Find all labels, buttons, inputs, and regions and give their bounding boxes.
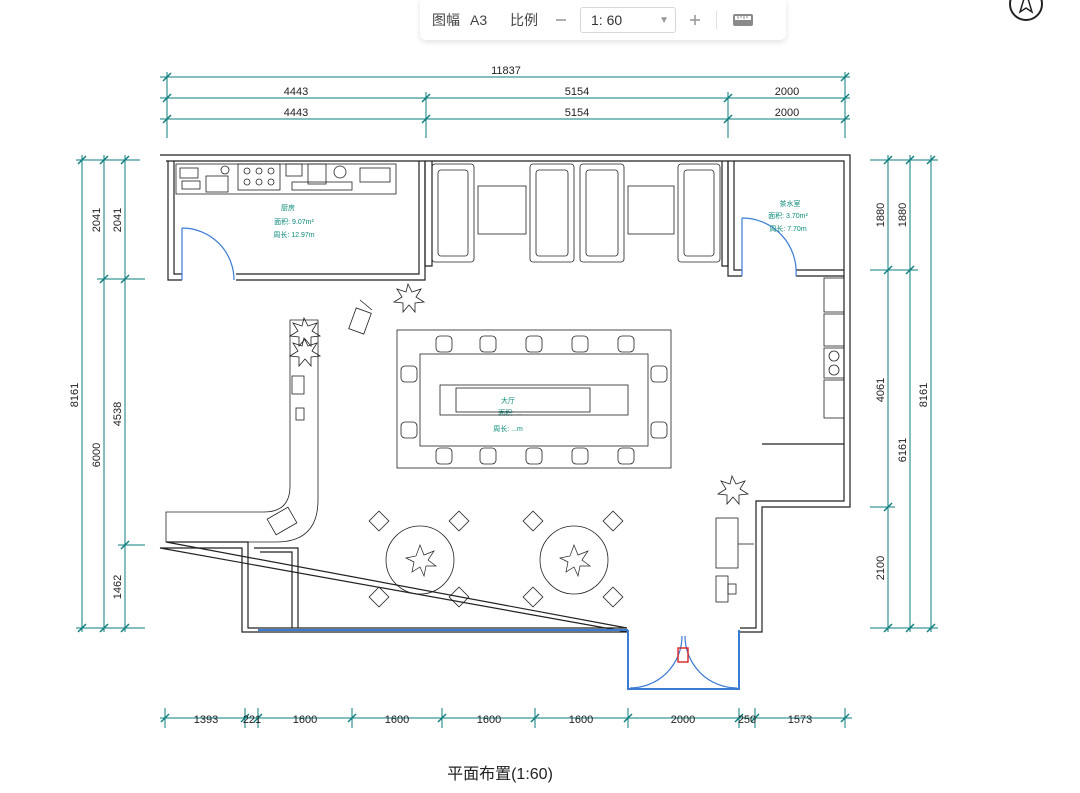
- toolbar-divider: [716, 11, 717, 29]
- hall-area: 面积: ...: [498, 408, 522, 417]
- bar-counter: [165, 319, 319, 543]
- dim-top-overall: 11837: [491, 65, 521, 77]
- dim-bottom-2: 221: [243, 714, 261, 726]
- paper-size-value[interactable]: A3: [470, 12, 488, 28]
- tea-room-name: 茶水室: [780, 199, 801, 208]
- dim-right-mid-1: 1880: [897, 203, 909, 227]
- plan-toolbar: 图幅 A3 比例 1: 60 ▼: [420, 0, 786, 40]
- dim-top-row1-1: 4443: [284, 86, 308, 98]
- compass-icon[interactable]: [1008, 0, 1044, 22]
- tea-room-area: 面积: 3.70m²: [768, 211, 808, 220]
- kitchen-fixtures: [175, 163, 397, 195]
- zoom-out-button[interactable]: [550, 9, 572, 31]
- tea-room-perimeter: 周长: 7.70m: [769, 224, 807, 233]
- plan-title: 平面布置(1:60): [447, 766, 553, 783]
- dim-right-overall: 8161: [918, 383, 930, 407]
- dim-left-mid-2: 6000: [91, 443, 103, 467]
- dim-top-row1-3: 2000: [775, 86, 799, 98]
- dim-bottom-7: 2000: [671, 714, 695, 726]
- ruler-icon: [733, 14, 753, 26]
- dim-bottom-5: 1600: [477, 714, 501, 726]
- dim-top-row2-2: 5154: [565, 107, 589, 119]
- dim-top-row1-2: 5154: [565, 86, 589, 98]
- scale-select[interactable]: 1: 60 ▼: [580, 7, 676, 33]
- hall-name: 大厅: [501, 396, 515, 405]
- dim-left-inner-3: 1462: [112, 575, 124, 599]
- dim-left-inner-2: 4538: [112, 402, 124, 426]
- potted-plant-icons: [288, 282, 750, 506]
- dim-right-inner-2: 4061: [875, 378, 887, 402]
- dim-bottom-6: 1600: [569, 714, 593, 726]
- round-table-chairs: [368, 510, 624, 608]
- dim-left-mid-1: 2041: [91, 208, 103, 232]
- entrance-marker-icon: [677, 647, 689, 663]
- dim-right-mid-2: 6161: [897, 438, 909, 462]
- kitchen-name: 厨房: [281, 203, 295, 212]
- doors: [181, 217, 797, 689]
- dimension-lines: [76, 72, 938, 728]
- ruler-button[interactable]: [729, 6, 757, 34]
- dim-bottom-3: 1600: [293, 714, 317, 726]
- chevron-down-icon: ▼: [659, 14, 669, 26]
- dim-left-inner-1: 2041: [112, 208, 124, 232]
- dim-bottom-9: 1573: [788, 714, 812, 726]
- booth-seating: [431, 163, 721, 263]
- dim-top-row2-1: 4443: [284, 107, 308, 119]
- dimension-ticks: [77, 72, 936, 723]
- dim-right-inner-1: 1880: [875, 203, 887, 227]
- kitchen-area: 面积: 9.07m²: [274, 217, 314, 226]
- dim-bottom-1: 1393: [194, 714, 218, 726]
- walls: [159, 154, 851, 633]
- dim-right-inner-3: 2100: [875, 556, 887, 580]
- kitchen-perimeter: 周长: 12.97m: [273, 230, 314, 239]
- dim-left-overall: 8161: [69, 383, 81, 407]
- mop-icon: [348, 299, 373, 335]
- plus-icon: [690, 15, 700, 25]
- dim-top-row2-3: 2000: [775, 107, 799, 119]
- long-dining-table: [396, 329, 672, 469]
- paper-size-label: 图幅: [432, 12, 460, 28]
- hall-perimeter: 周长: ...m: [493, 424, 523, 433]
- scale-value: 1: 60: [591, 12, 623, 28]
- right-wall-appliances: [715, 277, 845, 603]
- zoom-in-button[interactable]: [684, 9, 706, 31]
- round-tables: [385, 525, 609, 595]
- centerpiece-plant-icons: [404, 544, 592, 578]
- dim-bottom-8: 250: [738, 714, 756, 726]
- dim-bottom-4: 1600: [385, 714, 409, 726]
- scale-label: 比例: [510, 12, 538, 28]
- glass-storefront: [258, 629, 740, 690]
- minus-icon: [556, 19, 566, 21]
